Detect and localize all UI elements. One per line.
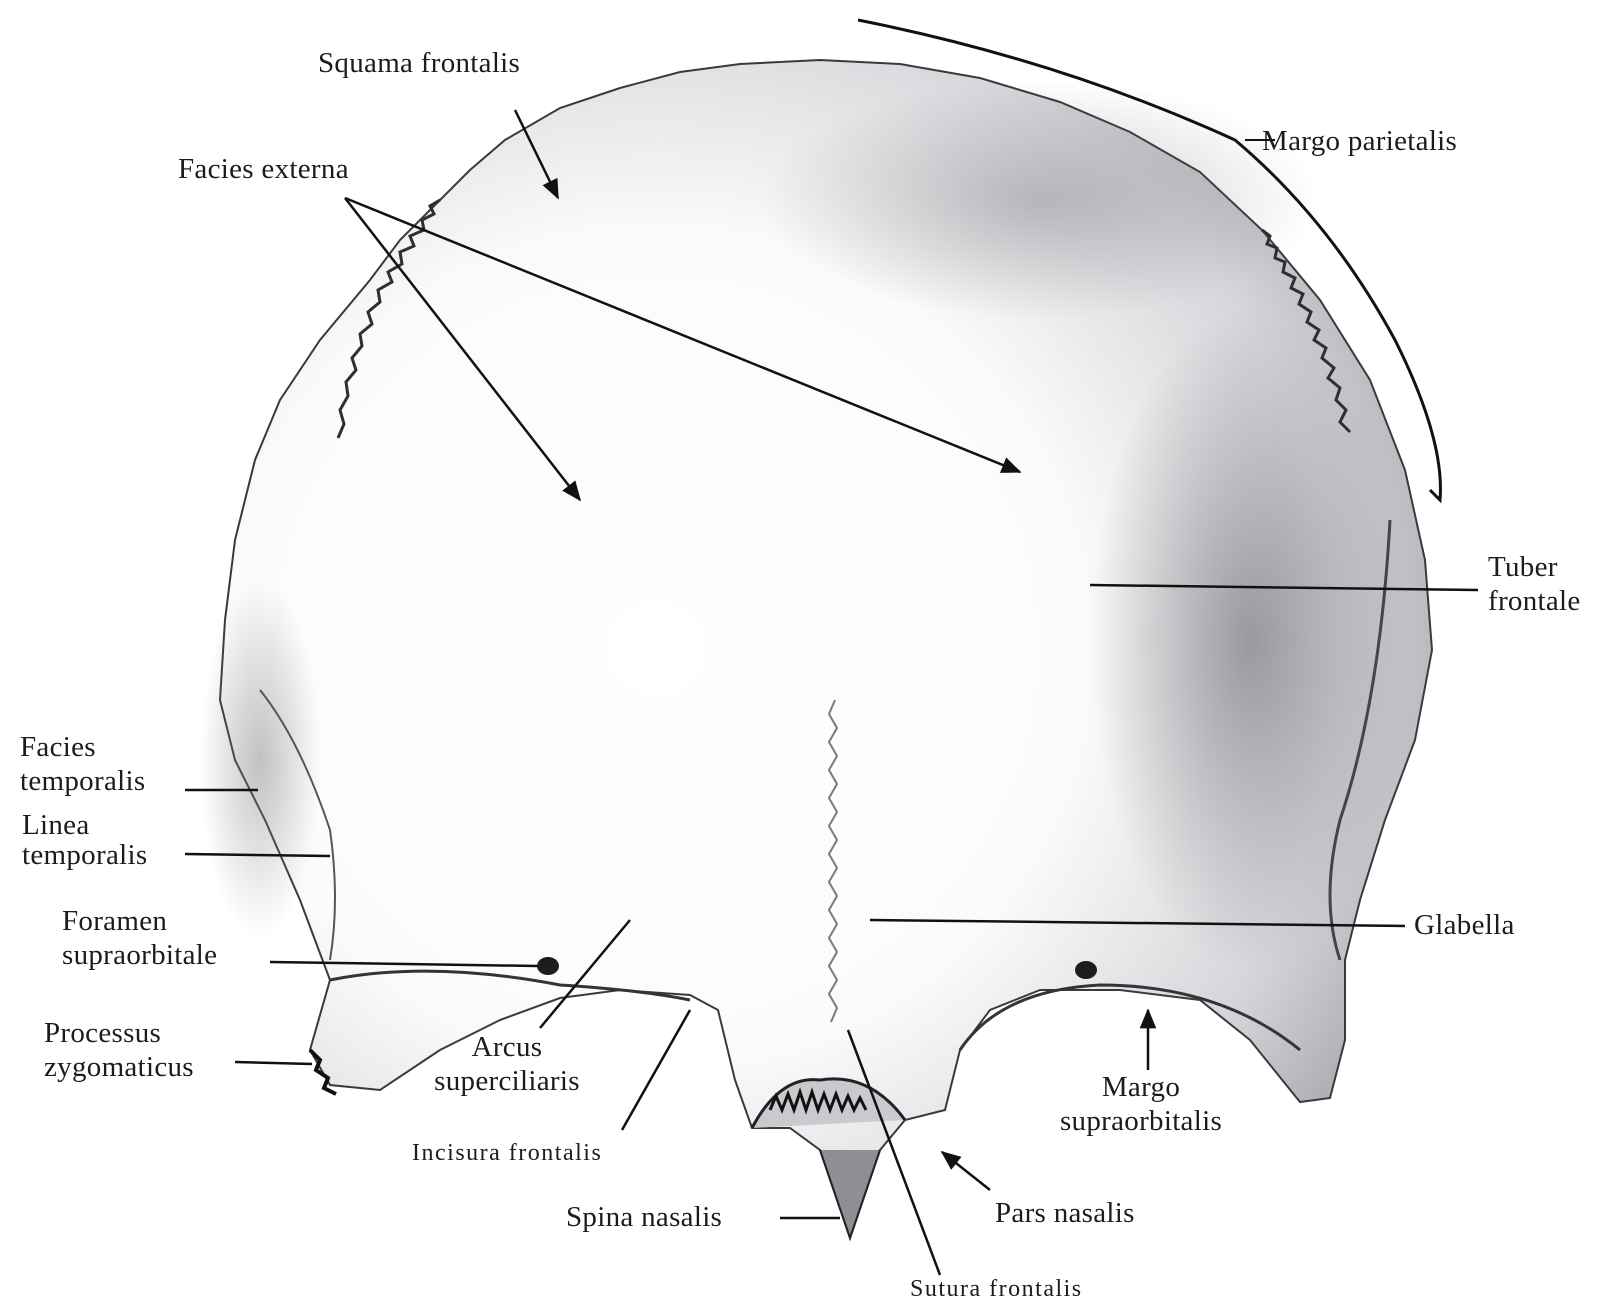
label-linea-temporalis: Linea temporalis — [22, 810, 147, 870]
label-processus-zygomaticus: Processus zygomaticus — [44, 1016, 194, 1084]
leader-pars-nasalis — [942, 1152, 990, 1190]
label-squama-frontalis: Squama frontalis — [318, 46, 520, 80]
label-foramen-supraorbitale-line1: Foramen — [62, 904, 217, 938]
label-facies-externa: Facies externa — [178, 152, 349, 186]
foramen-right — [1075, 961, 1097, 979]
label-facies-temporalis-line1: Facies — [20, 730, 145, 764]
label-incisura-frontalis: Incisura frontalis — [412, 1136, 602, 1170]
label-processus-zygomaticus-line1: Processus — [44, 1016, 194, 1050]
label-arcus-superciliaris-line1: Arcus — [412, 1030, 602, 1064]
label-arcus-superciliaris: Arcus superciliaris — [412, 1030, 602, 1098]
label-processus-zygomaticus-line2: zygomaticus — [44, 1050, 194, 1084]
label-arcus-superciliaris-line2: superciliaris — [412, 1064, 602, 1098]
label-linea-temporalis-line2: temporalis — [22, 840, 147, 870]
label-tuber-frontale-line1: Tuber — [1488, 550, 1581, 584]
label-linea-temporalis-line1: Linea — [22, 810, 147, 840]
label-margo-supraorbitalis-line1: Margo — [1036, 1070, 1246, 1104]
label-foramen-supraorbitale-line2: supraorbitale — [62, 938, 217, 972]
nasal-spine — [820, 1150, 880, 1238]
label-margo-parietalis: Margo parietalis — [1262, 124, 1457, 158]
label-glabella: Glabella — [1414, 908, 1515, 942]
foramen-left — [537, 957, 559, 975]
label-spina-nasalis: Spina nasalis — [566, 1200, 722, 1234]
label-facies-temporalis: Facies temporalis — [20, 730, 145, 798]
upper-shadow — [760, 80, 1320, 320]
label-sutura-frontalis: Sutura frontalis — [910, 1272, 1083, 1306]
label-foramen-supraorbitale: Foramen supraorbitale — [62, 904, 217, 972]
label-tuber-frontale-line2: frontale — [1488, 584, 1581, 618]
label-margo-supraorbitalis-line2: supraorbitalis — [1036, 1104, 1246, 1138]
label-margo-supraorbitalis: Margo supraorbitalis — [1036, 1070, 1246, 1138]
leader-incisura-frontalis — [622, 1010, 690, 1130]
lateral-shadow-right — [1090, 310, 1410, 970]
label-tuber-frontale: Tuber frontale — [1488, 550, 1581, 618]
leader-processus-zygomaticus — [235, 1062, 312, 1064]
label-pars-nasalis: Pars nasalis — [995, 1196, 1135, 1230]
label-facies-temporalis-line2: temporalis — [20, 764, 145, 798]
